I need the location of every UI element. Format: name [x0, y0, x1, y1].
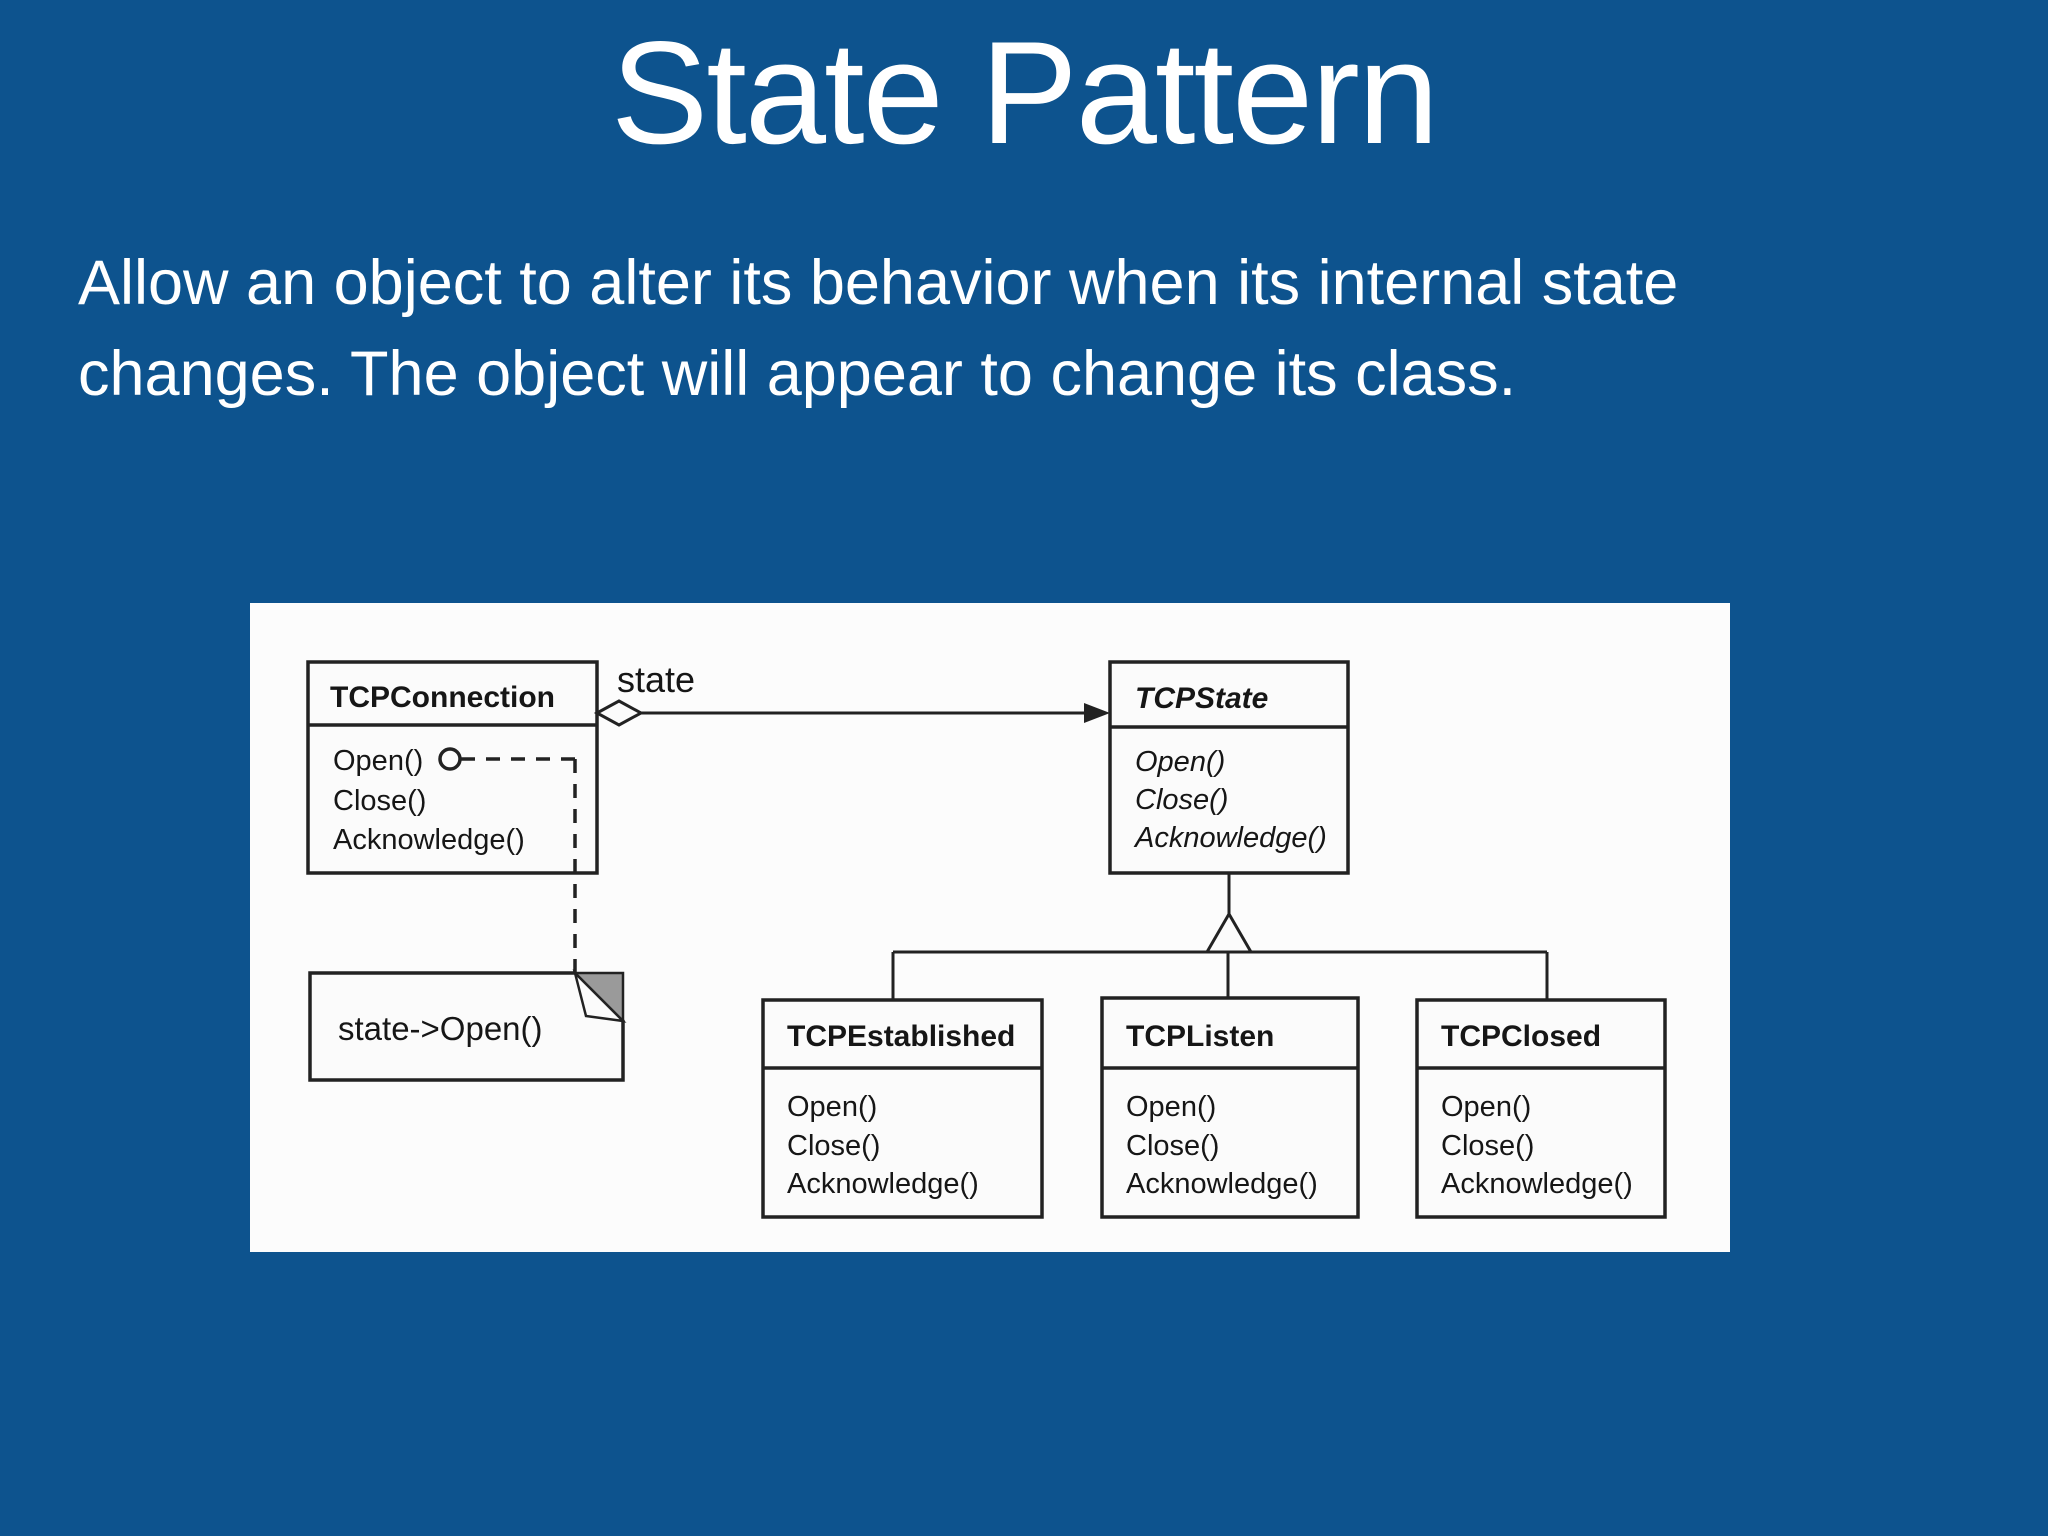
- delegation-link: [438, 747, 577, 973]
- description-line-1: Allow an object to alter its behavior wh…: [78, 248, 1679, 318]
- tcplisten-method-close: Close(): [1126, 1130, 1219, 1162]
- tcpestablished-method-open: Open(): [787, 1091, 877, 1123]
- tcpconnection-method-close: Close(): [333, 785, 426, 817]
- code-note: state->Open(): [308, 968, 627, 1082]
- tcpconnection-class-box: TCPConnection Open() Close() Acknowledge…: [306, 660, 599, 875]
- class-title-tcpstate: TCPState: [1135, 682, 1268, 715]
- tcplisten-rect: [1100, 996, 1360, 1219]
- tcpestablished-method-acknowledge: Acknowledge(): [787, 1168, 979, 1200]
- tcpstate-rect: [1108, 660, 1350, 875]
- tcpclosed-class-box: TCPClosed Open() Close() Acknowledge(): [1415, 998, 1667, 1219]
- tcpclosed-method-open: Open(): [1441, 1091, 1531, 1123]
- page-title: State Pattern: [610, 11, 1439, 174]
- class-title-tcpestablished: TCPEstablished: [787, 1020, 1015, 1053]
- state-association: state: [593, 659, 1110, 727]
- tcpestablished-rect: [761, 998, 1044, 1219]
- note-fold-flap-icon: [572, 968, 627, 1023]
- class-title-tcplisten: TCPListen: [1126, 1020, 1274, 1053]
- tcpestablished-class-box: TCPEstablished Open() Close() Acknowledg…: [761, 998, 1044, 1219]
- tcpstate-class-box: TCPState Open() Close() Acknowledge(): [1108, 660, 1350, 875]
- description-line-2: changes. The object will appear to chang…: [78, 339, 1517, 409]
- tcpstate-method-open: Open(): [1135, 746, 1225, 778]
- tcpconnection-method-open: Open(): [333, 745, 423, 777]
- tcplisten-method-acknowledge: Acknowledge(): [1126, 1168, 1318, 1200]
- note-text: state->Open(): [338, 1010, 543, 1047]
- tcpstate-method-close: Close(): [1135, 784, 1228, 816]
- arrowhead-icon: [1084, 703, 1110, 723]
- inheritance-connector: [891, 873, 1549, 1000]
- aggregation-diamond-icon: [593, 699, 645, 727]
- tcpclosed-method-close: Close(): [1441, 1130, 1534, 1162]
- tcpclosed-method-acknowledge: Acknowledge(): [1441, 1168, 1633, 1200]
- tcpstate-method-acknowledge: Acknowledge(): [1133, 822, 1327, 854]
- note-box: [308, 971, 625, 1082]
- class-title-tcpclosed: TCPClosed: [1441, 1020, 1601, 1053]
- tcplisten-method-open: Open(): [1126, 1091, 1216, 1123]
- tcplisten-class-box: TCPListen Open() Close() Acknowledge(): [1100, 996, 1360, 1219]
- tcpestablished-method-close: Close(): [787, 1130, 880, 1162]
- association-label: state: [617, 659, 695, 700]
- inheritance-triangle-icon: [1204, 911, 1254, 954]
- tcpconnection-method-acknowledge: Acknowledge(): [333, 824, 525, 856]
- uml-diagram-panel: TCPConnection Open() Close() Acknowledge…: [250, 603, 1730, 1252]
- delegation-circle-icon: [438, 747, 462, 771]
- tcpclosed-rect: [1415, 998, 1667, 1219]
- uml-class-diagram: TCPConnection Open() Close() Acknowledge…: [306, 659, 1667, 1219]
- slide-description: Allow an object to alter its behavior wh…: [78, 238, 1678, 420]
- class-title-tcpconnection: TCPConnection: [330, 681, 555, 714]
